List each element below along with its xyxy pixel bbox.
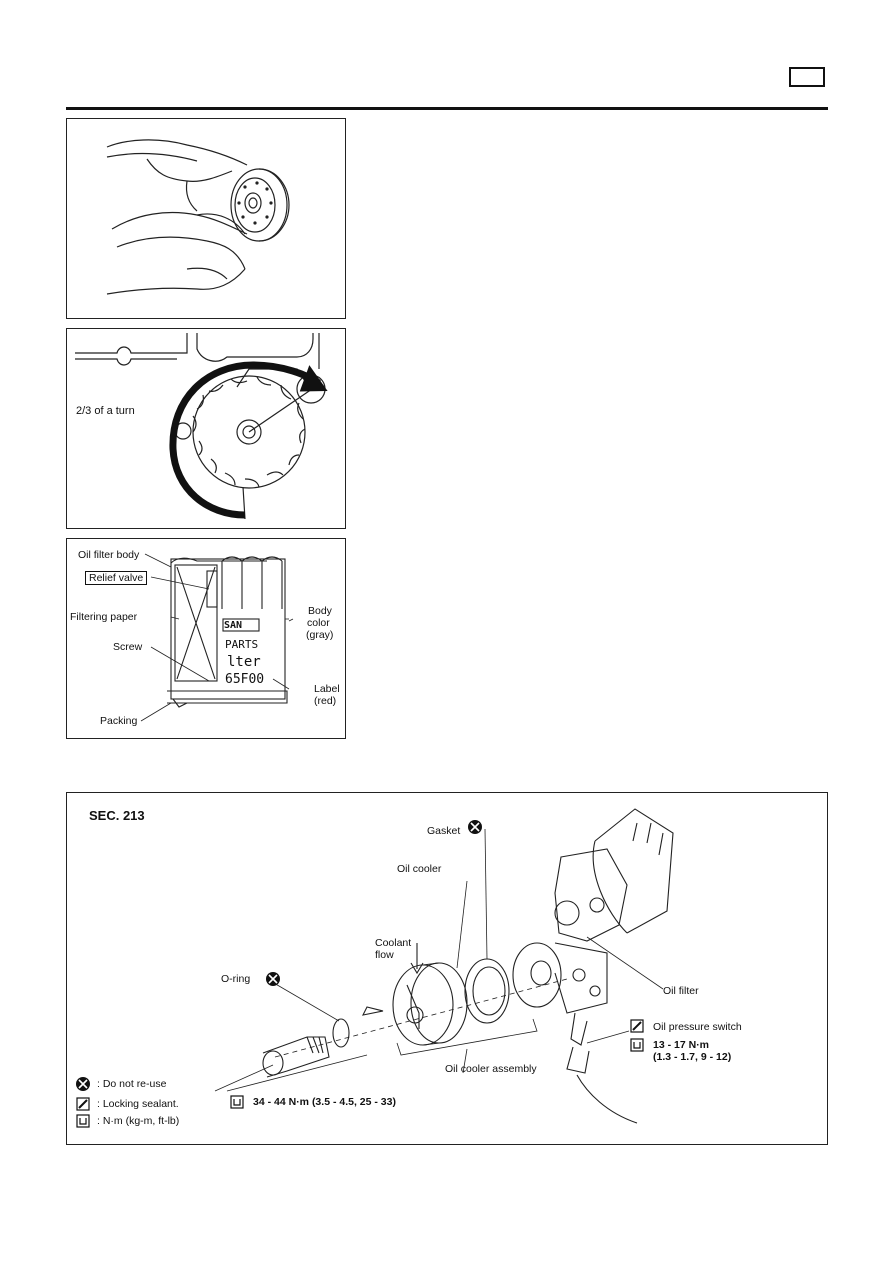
torque-wrench-icon xyxy=(630,1038,644,1052)
legend-locking-sealant-icon xyxy=(76,1097,90,1111)
label-bolt-torque: 34 - 44 N·m (3.5 - 4.5, 25 - 33) xyxy=(253,1096,396,1108)
label-oil-cooler: Oil cooler xyxy=(397,863,442,875)
oil-cooler-illustration xyxy=(76,808,674,1128)
figure-oil-filter-cutaway: Oil filter body Relief valve Filtering p… xyxy=(66,538,346,739)
page-section-box xyxy=(789,67,825,87)
figure-tightening-turn: 2/3 of a turn xyxy=(66,328,346,529)
figure-oil-cooler-exploded: SEC. 213 Gasket Oil cooler Coolant flow … xyxy=(66,792,828,1145)
label-oil-filter-body: Oil filter body xyxy=(78,549,140,561)
can-print-parts: PARTS xyxy=(225,638,259,651)
label-body-color-1: Body xyxy=(308,605,332,617)
label-coolant-flow-1: Coolant xyxy=(375,937,412,949)
label-screw: Screw xyxy=(113,641,143,653)
turn-label: 2/3 of a turn xyxy=(76,405,135,417)
label-relief-valve: Relief valve xyxy=(85,571,148,585)
legend-do-not-reuse: : Do not re-use xyxy=(97,1078,167,1090)
oil-filter-illustration xyxy=(140,553,294,722)
label-label-red-1: Label xyxy=(314,683,340,695)
figure-hands-oil-filter xyxy=(66,118,346,319)
section-number: SEC. 213 xyxy=(89,808,145,823)
label-gasket: Gasket xyxy=(427,825,461,837)
label-packing: Packing xyxy=(100,715,138,727)
locking-sealant-icon xyxy=(630,1019,644,1033)
label-body-color-2: color xyxy=(307,617,330,629)
can-print-san: SAN xyxy=(224,620,243,631)
turn-illustration xyxy=(75,333,328,520)
label-oil-filter: Oil filter xyxy=(663,985,699,997)
can-print-lter: lter xyxy=(227,654,261,670)
label-oil-cooler-assembly: Oil cooler assembly xyxy=(445,1063,537,1075)
label-oil-pressure-switch: Oil pressure switch xyxy=(653,1021,742,1033)
legend-torque-icon xyxy=(76,1114,90,1128)
legend-torque-units: : N·m (kg-m, ft-lb) xyxy=(97,1115,180,1127)
label-filtering-paper: Filtering paper xyxy=(70,611,138,623)
legend-do-not-reuse-icon xyxy=(76,1077,90,1091)
label-body-color-3: (gray) xyxy=(306,629,334,641)
label-coolant-flow-2: flow xyxy=(375,949,394,961)
hands-illustration xyxy=(106,139,290,295)
label-switch-torque-2: (1.3 - 1.7, 9 - 12) xyxy=(653,1051,732,1063)
label-switch-torque-1: 13 - 17 N·m xyxy=(653,1039,710,1051)
label-o-ring: O-ring xyxy=(221,973,251,985)
do-not-reuse-icon xyxy=(266,972,280,986)
header-rule xyxy=(66,107,828,110)
label-label-red-2: (red) xyxy=(314,695,337,707)
torque-wrench-icon xyxy=(230,1095,244,1109)
do-not-reuse-icon xyxy=(468,820,482,834)
legend-locking-sealant: : Locking sealant. xyxy=(97,1098,179,1110)
can-print-code: 65F00 xyxy=(225,672,265,687)
